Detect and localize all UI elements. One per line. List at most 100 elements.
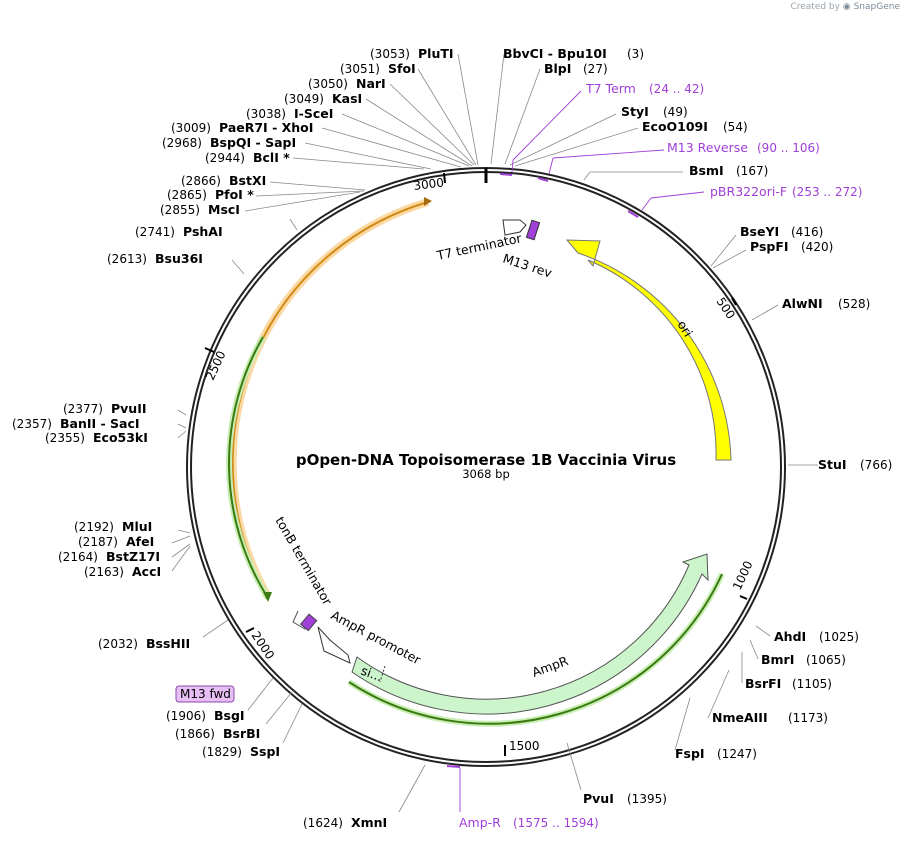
primer-name-m13-fwd: M13 fwd — [180, 687, 231, 701]
tonb-terminator-label: tonB terminator — [272, 514, 335, 608]
enzyme-name-pshai: PshAI — [183, 224, 223, 239]
enzyme-name-bsgi: BsgI — [214, 708, 245, 723]
primer-name-amp-r: Amp-R — [459, 815, 501, 830]
enzyme-name-bstz17i: BstZ17I — [106, 549, 160, 564]
enzyme-name-bbvci: BbvCI - Bpu10I — [503, 46, 607, 61]
enzyme-name-sspi: SspI — [250, 744, 280, 759]
enzyme-name-bsshii: BssHII — [146, 636, 190, 651]
enzyme-pos-bspqi: (2968) — [162, 136, 202, 150]
ori-feature[interactable] — [565, 239, 732, 461]
enzyme-pos-bstz17i: (2164) — [58, 550, 98, 564]
enzyme-pos-bsgi: (1906) — [166, 709, 206, 723]
enzyme-pos-mlui: (2192) — [74, 520, 114, 534]
tick-3000: 3000 — [413, 175, 445, 193]
tick-1500: 1500 — [509, 739, 540, 753]
enzyme-name-pspfi: PspFI — [750, 239, 789, 254]
enzyme-name-fspi: FspI — [675, 746, 705, 761]
enzyme-labels-left: (3053) PluTI (3051) SfoI (3050) NarI (30… — [12, 46, 454, 830]
enzyme-name-banii: BanII - SacI — [60, 416, 140, 431]
enzyme-pos-fspi: (1247) — [717, 747, 757, 761]
enzyme-name-bspqi: BspQI - SapI — [210, 135, 296, 150]
plasmid-name: pOpen-DNA Topoisomerase 1B Vaccinia Viru… — [296, 451, 676, 469]
enzyme-pos-bsrfi: (1105) — [792, 677, 832, 691]
primer-name-pbr322ori-f: pBR322ori-F — [710, 184, 787, 199]
enzyme-pos-bseyi: (416) — [791, 225, 823, 239]
plasmid-length: 3068 bp — [462, 467, 510, 481]
primer-range-pbr322ori-f: (253 .. 272) — [792, 185, 862, 199]
enzyme-name-bsrbi: BsrBI — [223, 726, 260, 741]
enzyme-name-bsmi: BsmI — [689, 163, 724, 178]
enzyme-pos-pfoi: (2865) — [167, 188, 207, 202]
ampr-feature[interactable] — [351, 553, 709, 715]
enzyme-name-mlui: MluI — [122, 519, 152, 534]
enzyme-pos-pluti: (3053) — [370, 47, 410, 61]
enzyme-pos-bsshii: (2032) — [98, 637, 138, 651]
enzyme-name-pvuii: PvuII — [111, 401, 147, 416]
primer-leaders — [459, 90, 705, 812]
primer-range-m13-reverse: (90 .. 106) — [757, 141, 820, 155]
enzyme-pos-pspfi: (420) — [801, 240, 833, 254]
primer-name-m13-reverse: M13 Reverse — [667, 140, 748, 155]
enzyme-name-sfoi: SfoI — [388, 61, 416, 76]
enzyme-pos-eco53ki: (2355) — [45, 431, 85, 445]
enzyme-name-i-scei: I-SceI — [294, 106, 333, 121]
enzyme-name-kasi: KasI — [332, 91, 362, 106]
m13-fwd-site — [299, 613, 318, 632]
enzyme-name-blpi: BlpI — [544, 61, 571, 76]
primer-range-t7-term: (24 .. 42) — [649, 82, 704, 96]
enzyme-name-eco53ki: Eco53kI — [93, 430, 148, 445]
ampr-promoter-feature[interactable] — [317, 626, 351, 664]
orange-arc[interactable] — [228, 198, 430, 599]
primer-name-t7-term: T7 Term — [585, 81, 636, 96]
enzyme-pos-bsu36i: (2613) — [107, 252, 147, 266]
enzyme-pos-kasi: (3049) — [284, 92, 324, 106]
m13-rev-label: M13 rev — [501, 251, 554, 281]
enzyme-name-styi: StyI — [621, 104, 649, 119]
enzyme-pos-stui: (766) — [860, 458, 892, 472]
snapgene-watermark: Created by ◉ SnapGene — [790, 2, 900, 12]
enzyme-pos-ahdi: (1025) — [819, 630, 859, 644]
m13-fwd-box — [175, 685, 235, 703]
enzyme-name-pluti: PluTI — [418, 46, 454, 61]
enzyme-pos-paer7i: (3009) — [171, 121, 211, 135]
ori-label: ori — [674, 318, 695, 340]
enzyme-pos-styi: (49) — [663, 105, 688, 119]
snapgene-logo-icon: ◉ — [842, 2, 851, 12]
enzyme-name-nmeaiii: NmeAIII — [712, 710, 768, 725]
enzyme-pos-pshai: (2741) — [135, 225, 175, 239]
enzyme-leaders — [171, 53, 818, 813]
enzyme-pos-bsrbi: (1866) — [175, 727, 215, 741]
enzyme-pos-bmri: (1065) — [806, 653, 846, 667]
enzyme-pos-bbvci: (3) — [627, 47, 644, 61]
enzyme-name-nari: NarI — [356, 76, 386, 91]
enzyme-pos-i-scei: (3038) — [246, 107, 286, 121]
enzyme-name-msci: MscI — [208, 202, 240, 217]
signal-peptide-label: si... — [359, 663, 385, 685]
m13-rev-site — [525, 219, 541, 241]
enzyme-name-pfoi: PfoI * — [215, 187, 254, 202]
enzyme-pos-banii: (2357) — [12, 417, 52, 431]
enzyme-name-bstxi: BstXI — [229, 173, 266, 188]
enzyme-name-xmni: XmnI — [351, 815, 387, 830]
primer-range-amp-r: (1575 .. 1594) — [513, 816, 599, 830]
enzyme-name-paer7i: PaeR7I - XhoI — [219, 120, 313, 135]
t7-terminator-feature[interactable] — [502, 219, 527, 236]
enzyme-pos-alwni: (528) — [838, 297, 870, 311]
enzyme-pos-ecoo109i: (54) — [723, 120, 748, 134]
enzyme-name-stui: StuI — [818, 457, 847, 472]
enzyme-name-bmri: BmrI — [761, 652, 794, 667]
enzyme-pos-sspi: (1829) — [202, 745, 242, 759]
ampr-label: AmpR — [530, 653, 571, 680]
enzyme-name-acci: AccI — [132, 564, 161, 579]
enzyme-name-pvui: PvuI — [583, 791, 614, 806]
enzyme-pos-bsmi: (167) — [736, 164, 768, 178]
enzyme-pos-pvuii: (2377) — [63, 402, 103, 416]
enzyme-name-ecoo109i: EcoO109I — [642, 119, 708, 134]
enzyme-pos-bcli: (2944) — [205, 151, 245, 165]
enzyme-pos-xmni: (1624) — [303, 816, 343, 830]
enzyme-labels-right: BbvCI - Bpu10I (3) BlpI (27) StyI (49) E… — [503, 46, 892, 806]
enzyme-pos-nmeaiii: (1173) — [788, 711, 828, 725]
enzyme-name-bsrfi: BsrFI — [745, 676, 781, 691]
enzyme-pos-blpi: (27) — [583, 62, 608, 76]
